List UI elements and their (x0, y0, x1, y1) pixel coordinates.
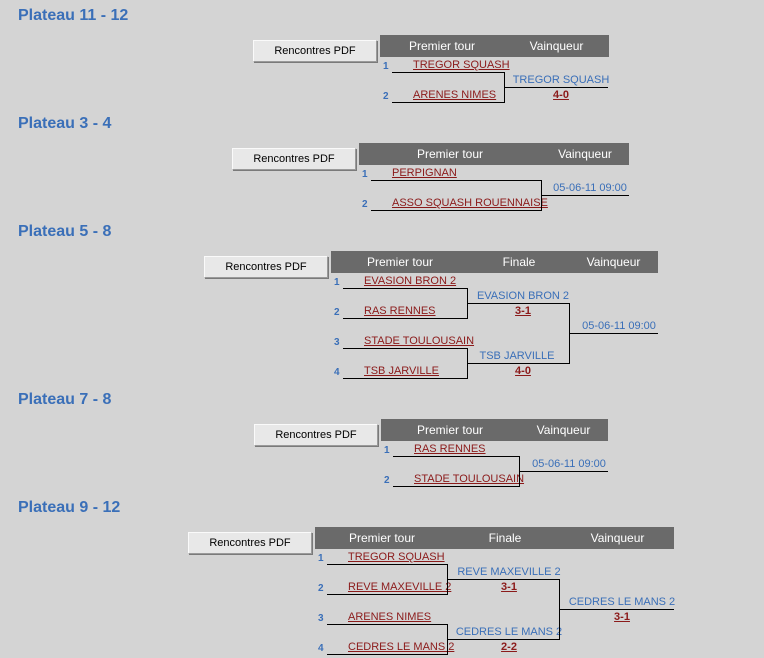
bracket-line (559, 609, 674, 610)
semi-winner: CEDRES LE MANS 2 (455, 626, 563, 638)
bracket-line (447, 579, 559, 580)
plateau-title: Plateau 9 - 12 (18, 499, 121, 516)
bracket-line (392, 102, 504, 103)
team-link[interactable]: EVASION BRON 2 (364, 275, 457, 287)
bracket-header: Premier tour Vainqueur (380, 35, 609, 57)
team-link[interactable]: RAS RENNES (414, 443, 486, 455)
seed-number: 4 (334, 367, 340, 378)
bracket-line (467, 363, 569, 364)
team-link[interactable]: ARENES NIMES (413, 89, 497, 101)
seed-number: 4 (318, 643, 324, 654)
final-score-link[interactable]: 3-1 (614, 611, 630, 623)
header-vainqueur: Vainqueur (536, 423, 591, 437)
header-vainqueur: Vainqueur (529, 39, 584, 53)
seed-number: 2 (334, 307, 340, 318)
semi-score-link[interactable]: 4-0 (515, 365, 531, 377)
bracket-line (504, 87, 608, 88)
header-premier-tour: Premier tour (366, 255, 434, 269)
bracket-line (327, 654, 447, 655)
match-date: 05-06-11 09:00 (532, 458, 606, 470)
bracket-line (393, 486, 519, 487)
semi-score-link[interactable]: 3-1 (515, 305, 531, 317)
team-link[interactable]: ARENES NIMES (348, 611, 432, 623)
header-finale: Finale (502, 255, 536, 269)
seed-number: 2 (383, 91, 389, 102)
rencontres-pdf-button[interactable]: Rencontres PDF (254, 424, 378, 446)
bracket-line (447, 639, 559, 640)
seed-number: 2 (318, 583, 324, 594)
seed-number: 1 (384, 445, 390, 456)
semi-winner: TSB JARVILLE (479, 350, 555, 362)
seed-number: 1 (383, 61, 389, 72)
semi-score-link[interactable]: 2-2 (501, 641, 517, 653)
plateau-title: Plateau 11 - 12 (18, 7, 129, 24)
bracket-line (569, 333, 658, 334)
seed-number: 3 (334, 337, 340, 348)
semi-winner: REVE MAXEVILLE 2 (457, 566, 561, 578)
plateau-title: Plateau 3 - 4 (18, 115, 112, 132)
team-link[interactable]: REVE MAXEVILLE 2 (348, 581, 452, 593)
match-winner: TREGOR SQUASH (512, 74, 610, 86)
bracket-line (327, 624, 447, 625)
header-vainqueur: Vainqueur (586, 255, 641, 269)
seed-number: 1 (318, 553, 324, 564)
plateau-title: Plateau 5 - 8 (18, 223, 112, 240)
team-link[interactable]: RAS RENNES (364, 305, 436, 317)
bracket-line (393, 456, 519, 457)
match-score-link[interactable]: 4-0 (553, 89, 569, 101)
final-winner: CEDRES LE MANS 2 (568, 596, 676, 608)
rencontres-pdf-button[interactable]: Rencontres PDF (204, 256, 328, 278)
team-link[interactable]: CEDRES LE MANS 2 (348, 641, 455, 653)
team-link[interactable]: TSB JARVILLE (364, 365, 439, 377)
header-premier-tour: Premier tour (416, 147, 484, 161)
header-premier-tour: Premier tour (348, 531, 416, 545)
team-link[interactable]: STADE TOULOUSAIN (414, 473, 525, 485)
team-link[interactable]: ASSO SQUASH ROUENNAISE (392, 197, 548, 209)
rencontres-pdf-button[interactable]: Rencontres PDF (253, 40, 377, 62)
bracket-header: Premier tour Vainqueur (359, 143, 629, 165)
bracket-line (327, 594, 447, 595)
bracket-line (519, 471, 608, 472)
bracket-line (371, 180, 541, 181)
header-vainqueur: Vainqueur (590, 531, 645, 545)
match-date: 05-06-11 09:00 (582, 320, 656, 332)
match-date: 05-06-11 09:00 (553, 182, 627, 194)
rencontres-pdf-button[interactable]: Rencontres PDF (188, 532, 312, 554)
bracket-line (343, 288, 467, 289)
seed-number: 3 (318, 613, 324, 624)
team-link[interactable]: STADE TOULOUSAIN (364, 335, 475, 347)
bracket-line (343, 348, 467, 349)
bracket-line (343, 378, 467, 379)
semi-winner: EVASION BRON 2 (476, 290, 570, 302)
seed-number: 1 (362, 169, 368, 180)
bracket-line (371, 210, 541, 211)
team-link[interactable]: TREGOR SQUASH (348, 551, 445, 563)
plateau-title: Plateau 7 - 8 (18, 391, 112, 408)
bracket-line (343, 318, 467, 319)
header-premier-tour: Premier tour (408, 39, 476, 53)
seed-number: 1 (334, 277, 340, 288)
bracket-header: Premier tour Finale Vainqueur (315, 527, 674, 549)
bracket-line (392, 72, 504, 73)
bracket-line (467, 303, 569, 304)
bracket-header: Premier tour Finale Vainqueur (331, 251, 658, 273)
seed-number: 2 (384, 475, 390, 486)
rencontres-pdf-button[interactable]: Rencontres PDF (232, 148, 356, 170)
header-vainqueur: Vainqueur (558, 147, 612, 161)
bracket-header: Premier tour Vainqueur (381, 419, 608, 441)
header-premier-tour: Premier tour (416, 423, 484, 437)
team-link[interactable]: TREGOR SQUASH (413, 59, 510, 71)
semi-score-link[interactable]: 3-1 (501, 581, 517, 593)
team-link[interactable]: PERPIGNAN (392, 167, 457, 179)
bracket-line (327, 564, 447, 565)
bracket-line (541, 195, 629, 196)
seed-number: 2 (362, 199, 368, 210)
header-finale: Finale (488, 531, 522, 545)
